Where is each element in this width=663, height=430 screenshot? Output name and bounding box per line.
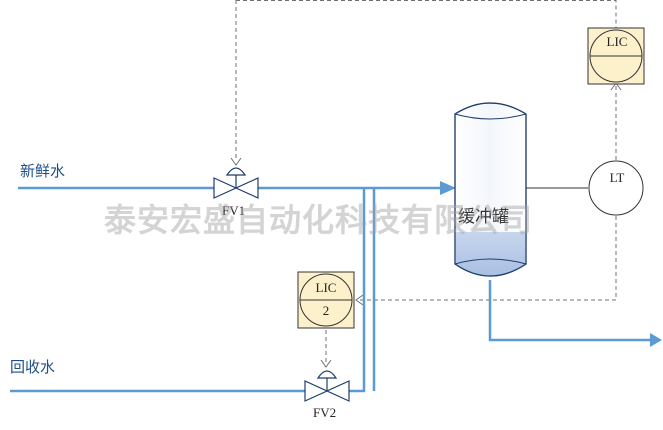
inlet-arrowhead [440, 181, 456, 195]
signal-lines [235, 0, 617, 362]
lt-label: LT [609, 170, 625, 185]
lic-top-label: LIC [606, 34, 628, 49]
valve-fv1-body-right [234, 177, 259, 199]
tank-outlet-line [488, 280, 650, 342]
instrument-lt [588, 160, 644, 216]
fv1-tag: FV1 [222, 203, 246, 218]
recycled-water-label: 回收水 [10, 358, 56, 376]
lt-bubble [588, 160, 644, 216]
valve-fv2 [304, 370, 350, 402]
fv2-tag: FV2 [313, 405, 337, 420]
lic2-number: 2 [322, 303, 330, 318]
signal-arrow-fv1 [230, 157, 242, 166]
valve-fv1-actuator [225, 167, 247, 176]
valve-fv1 [213, 167, 259, 199]
signal-arrow-fv2 [320, 359, 332, 368]
process-lines [10, 186, 650, 393]
watermark-text: 泰安宏盛自动化科技有限公司 [104, 201, 534, 239]
signal-arrow-lic2 [355, 294, 364, 306]
signal-lic-top-top [236, 0, 617, 30]
valve-fv2-body-right [325, 380, 350, 402]
instrument-lic-top [587, 27, 645, 85]
tank-bottom-seam [454, 258, 527, 265]
fresh-water-label: 新鲜水 [20, 162, 66, 180]
tank-top-seam [454, 113, 527, 120]
recycled-water-line-after-valve [349, 188, 366, 393]
instrument-lic-2 [297, 271, 355, 329]
lic2-label: LIC [315, 280, 337, 295]
valve-fv1-body [213, 177, 238, 199]
outlet-arrowhead [650, 333, 662, 347]
tank-liquid [455, 232, 526, 276]
signal-lt-to-lic2 [360, 216, 617, 301]
valve-fv2-body [304, 380, 329, 402]
valve-fv2-actuator [316, 370, 338, 379]
tank-outline [454, 102, 527, 277]
signal-arrowheads [230, 82, 622, 368]
buffer-tank [454, 102, 527, 277]
tank-label: 缓冲罐 [458, 207, 509, 227]
